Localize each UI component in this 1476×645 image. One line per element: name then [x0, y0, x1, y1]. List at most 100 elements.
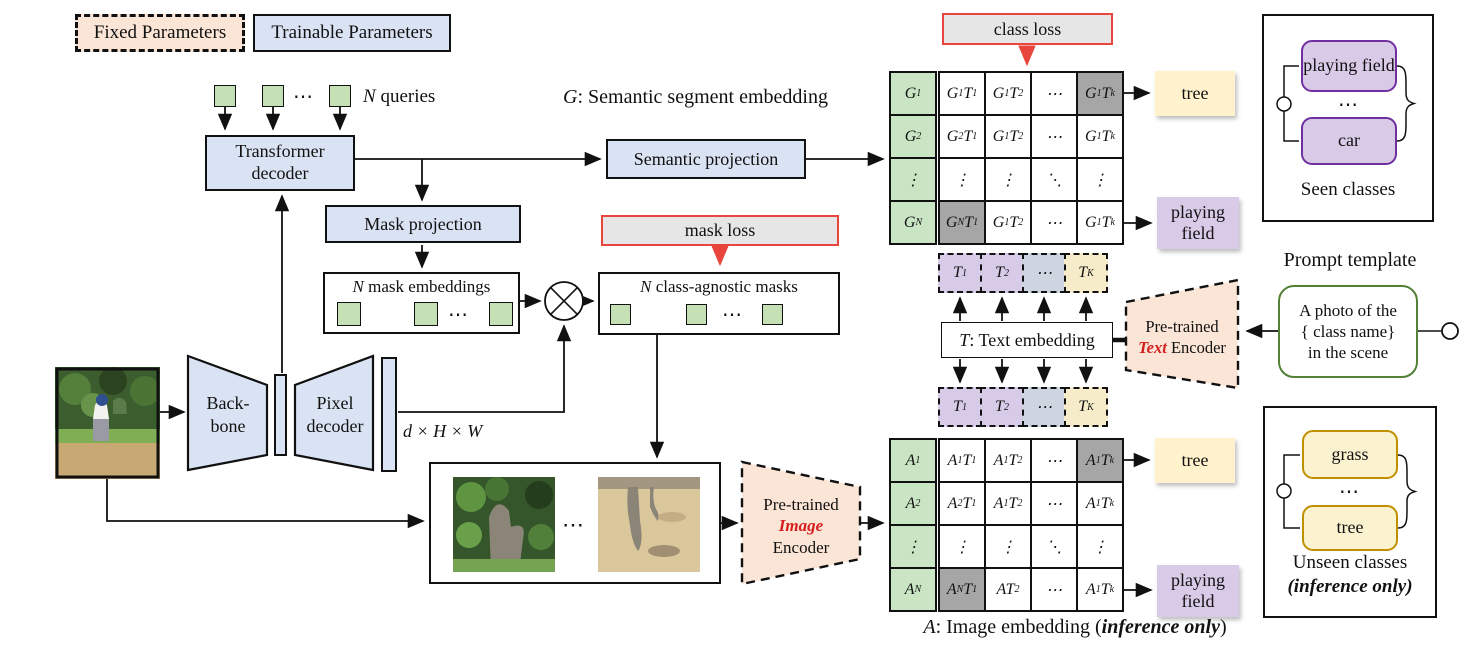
matrix-row-header: ⋮ — [891, 159, 935, 200]
text-embedding-cell: ⋯ — [1022, 253, 1066, 293]
masked-image-ellipsis: ⋯ — [562, 512, 586, 537]
matrix-cell: ⋯ — [1032, 202, 1076, 243]
mask-token-2 — [686, 304, 707, 325]
seen-class-car: car — [1301, 117, 1397, 165]
n-queries-label: N queries — [363, 86, 436, 107]
seen-class-playing-field: playing field — [1301, 40, 1397, 92]
query-ellipsis: ⋯ — [293, 86, 315, 108]
seen-classes-label: Seen classes — [1300, 179, 1396, 200]
class-loss-box: class loss — [942, 13, 1113, 45]
query-token-2 — [262, 85, 284, 107]
a-output-tree-tag: tree — [1155, 438, 1235, 483]
backbone-label: Back- bone — [206, 393, 250, 436]
mask-loss-box: mask loss — [601, 215, 839, 246]
matrix-row-header: ⋮ — [891, 526, 935, 567]
masked-image-trees — [453, 477, 555, 572]
class-agnostic-title: N class-agnostic masks — [640, 277, 798, 296]
unseen-classes-label: Unseen classes — [1292, 552, 1408, 573]
query-token-3 — [329, 85, 351, 107]
legend-trainable-parameters: Trainable Parameters — [253, 14, 451, 52]
semantic-projection-block: Semantic projection — [606, 139, 806, 179]
matrix-cell: ⋮ — [986, 526, 1030, 567]
matrix-cell: ⋱ — [1032, 159, 1076, 200]
matrix-multiply-icon — [544, 281, 584, 321]
legend-trainable-label: Trainable Parameters — [271, 22, 433, 43]
prompt-template-box: A photo of the { class name} in the scen… — [1278, 285, 1418, 378]
prompt-node-circle — [1441, 322, 1459, 340]
mask-token-ellipsis: ⋯ — [722, 304, 744, 326]
matrix-cell: ⋮ — [1078, 526, 1122, 567]
feature-dims-label: d × H × W — [403, 421, 483, 441]
legend-fixed-parameters: Fixed Parameters — [75, 14, 245, 52]
matrix-cell: ⋯ — [1032, 483, 1076, 524]
matrix-cell: ⋮ — [940, 159, 984, 200]
query-token-1 — [214, 85, 236, 107]
arrow-pixel-to-product — [398, 324, 572, 413]
g-output-tree-tag: tree — [1155, 71, 1235, 116]
arrow-image-to-masked — [106, 479, 425, 529]
seen-ellipsis: ⋯ — [1338, 94, 1360, 116]
matrix-cell: ⋮ — [1078, 159, 1122, 200]
mask-embedding-ellipsis: ⋯ — [448, 304, 470, 326]
class-agnostic-masks-block: N class-agnostic masks — [598, 272, 840, 335]
matrix-cell: ⋯ — [1032, 116, 1076, 157]
mask-embedding-token-1 — [337, 302, 361, 326]
matrix-cell: ⋯ — [1032, 73, 1076, 114]
prompt-template-title: Prompt template — [1283, 249, 1417, 271]
matrix-cell: ⋱ — [1032, 526, 1076, 567]
a-output-field-tag: playing field — [1157, 565, 1239, 617]
mask-projection-block: Mask projection — [325, 205, 521, 243]
input-image — [55, 367, 160, 479]
unseen-inference-only-label: (inference only) — [1287, 576, 1413, 597]
matrix-cell: ⋮ — [940, 526, 984, 567]
a-embedding-caption: A: Image embedding (inference only) — [923, 616, 1227, 638]
legend-fixed-label: Fixed Parameters — [93, 22, 227, 43]
g-embedding-caption: G: Semantic segment embedding — [563, 86, 828, 108]
matrix-cell: ⋯ — [1032, 569, 1076, 610]
text-embedding-cell: ⋯ — [1022, 387, 1066, 427]
mask-embeddings-title: N mask embeddings — [352, 277, 491, 296]
pixel-feature-bar — [381, 357, 397, 472]
image-encoder-label: Pre-trained Image Encoder — [763, 495, 839, 557]
g-output-field-tag: playing field — [1157, 197, 1239, 249]
masked-image-sand — [598, 477, 700, 572]
unseen-ellipsis: ⋯ — [1339, 481, 1361, 503]
text-encoder-label: Pre-trained Text Encoder — [1138, 317, 1226, 357]
backbone-feature-bar — [274, 374, 287, 456]
pixel-decoder-label: Pixel decoder — [306, 393, 364, 436]
